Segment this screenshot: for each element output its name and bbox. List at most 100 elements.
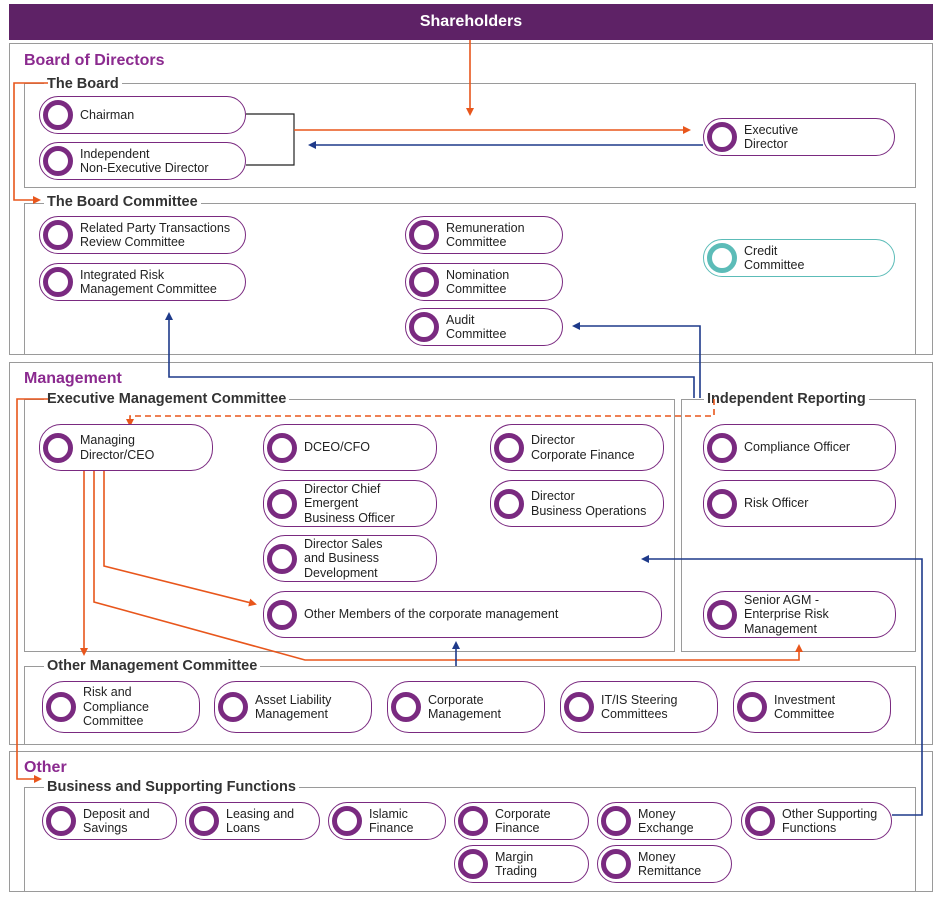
node-label: Audit Committee (446, 312, 507, 342)
ring-icon (707, 432, 737, 463)
node-label: Director Business Operations (531, 489, 647, 518)
node-label: Director Chief Emergent Business Officer (304, 481, 395, 525)
node-label: Director Corporate Finance (531, 433, 635, 462)
ring-icon (43, 146, 73, 176)
node-investment: Investment Committee (733, 681, 891, 733)
node-itis-steering: IT/IS Steering Committees (560, 681, 718, 733)
node-label: Nomination Committee (446, 267, 510, 297)
node-label: Islamic Finance (369, 806, 414, 836)
node-label: Deposit and Savings (83, 806, 150, 836)
node-deposit-savings: Deposit and Savings (42, 802, 177, 840)
node-label: Remuneration Committee (446, 220, 525, 250)
node-label: Corporate Finance (495, 806, 551, 836)
node-dir-sales: Director Sales and Business Development (263, 535, 437, 582)
ring-icon (332, 806, 362, 836)
node-independent-director: Independent Non-Executive Director (39, 142, 246, 180)
ring-icon (267, 599, 297, 630)
ring-icon (46, 692, 76, 722)
ring-icon (494, 432, 524, 463)
group-title-other-mgmt-committee: Other Management Committee (44, 658, 261, 674)
ring-icon (43, 432, 73, 463)
node-label: Integrated Risk Management Committee (80, 267, 217, 297)
node-label: Money Remittance (638, 849, 702, 879)
ring-icon (267, 488, 297, 519)
ring-icon (745, 806, 775, 836)
ring-icon (409, 312, 439, 342)
ring-icon (46, 806, 76, 836)
node-integrated-risk: Integrated Risk Management Committee (39, 263, 246, 301)
group-title-board-committee: The Board Committee (44, 194, 201, 210)
ring-icon (707, 488, 737, 519)
node-executive-director: Executive Director (703, 118, 895, 156)
business-functions-group (24, 787, 916, 892)
node-asset-liability: Asset Liability Management (214, 681, 372, 733)
node-money-exchange: Money Exchange (597, 802, 732, 840)
node-label: Corporate Management (428, 692, 501, 722)
node-compliance-officer: Compliance Officer (703, 424, 896, 471)
node-label: Money Exchange (638, 806, 694, 836)
node-islamic-finance: Islamic Finance (328, 802, 446, 840)
node-label: Margin Trading (495, 849, 537, 879)
ring-icon (458, 849, 488, 879)
section-title-management: Management (22, 370, 124, 388)
ring-icon (601, 806, 631, 836)
node-dir-bus-ops: Director Business Operations (490, 480, 664, 527)
node-label: Other Supporting Functions (782, 806, 878, 836)
node-dir-emergent: Director Chief Emergent Business Officer (263, 480, 437, 527)
ring-icon (409, 267, 439, 297)
node-dceo-cfo: DCEO/CFO (263, 424, 437, 471)
node-label: IT/IS Steering Committees (601, 692, 678, 722)
group-title-independent-reporting: Independent Reporting (704, 391, 869, 407)
node-chairman: Chairman (39, 96, 246, 134)
ring-icon (391, 692, 421, 722)
ring-icon (737, 692, 767, 722)
ring-icon (43, 100, 73, 130)
node-label: Managing Director/CEO (80, 433, 155, 462)
group-title-exec-committee: Executive Management Committee (44, 391, 290, 407)
section-title-other: Other (22, 759, 69, 777)
node-credit: Credit Committee (703, 239, 895, 277)
node-label: Asset Liability Management (255, 692, 332, 722)
node-label: Related Party Transactions Review Commit… (80, 220, 231, 250)
node-label: Risk Officer (744, 496, 809, 511)
ring-icon (267, 432, 297, 463)
ring-icon (707, 243, 737, 273)
shareholders-banner: Shareholders (9, 4, 933, 40)
node-audit: Audit Committee (405, 308, 563, 346)
node-dir-corp-finance: Director Corporate Finance (490, 424, 664, 471)
node-corporate-finance: Corporate Finance (454, 802, 589, 840)
node-corporate-management: Corporate Management (387, 681, 545, 733)
node-label: Credit Committee (744, 243, 805, 273)
ring-icon (564, 692, 594, 722)
ring-icon (707, 599, 737, 630)
node-label: DCEO/CFO (304, 440, 370, 455)
ring-icon (458, 806, 488, 836)
ring-icon (267, 543, 297, 574)
node-other-members: Other Members of the corporate managemen… (263, 591, 662, 638)
ring-icon (409, 220, 439, 250)
node-remuneration: Remuneration Committee (405, 216, 563, 254)
node-label: Independent Non-Executive Director (80, 146, 209, 176)
ring-icon (43, 267, 73, 297)
ring-icon (707, 122, 737, 152)
node-label: Other Members of the corporate managemen… (304, 607, 559, 622)
ring-icon (43, 220, 73, 250)
node-label: Leasing and Loans (226, 806, 295, 836)
group-title-business-functions: Business and Supporting Functions (44, 779, 299, 795)
group-title-the-board: The Board (44, 76, 122, 92)
node-leasing-loans: Leasing and Loans (185, 802, 320, 840)
node-other-supporting: Other Supporting Functions (741, 802, 892, 840)
node-label: Chairman (80, 107, 135, 122)
node-label: Director Sales and Business Development (304, 536, 383, 580)
node-md-ceo: Managing Director/CEO (39, 424, 213, 471)
node-risk-officer: Risk Officer (703, 480, 896, 527)
node-label: Executive Director (744, 122, 799, 152)
node-risk-compliance: Risk and Compliance Committee (42, 681, 200, 733)
ring-icon (494, 488, 524, 519)
node-money-remittance: Money Remittance (597, 845, 732, 883)
ring-icon (189, 806, 219, 836)
section-title-board: Board of Directors (22, 52, 167, 70)
node-label: Compliance Officer (744, 440, 851, 455)
node-senior-agm: Senior AGM - Enterprise Risk Management (703, 591, 896, 638)
ring-icon (218, 692, 248, 722)
